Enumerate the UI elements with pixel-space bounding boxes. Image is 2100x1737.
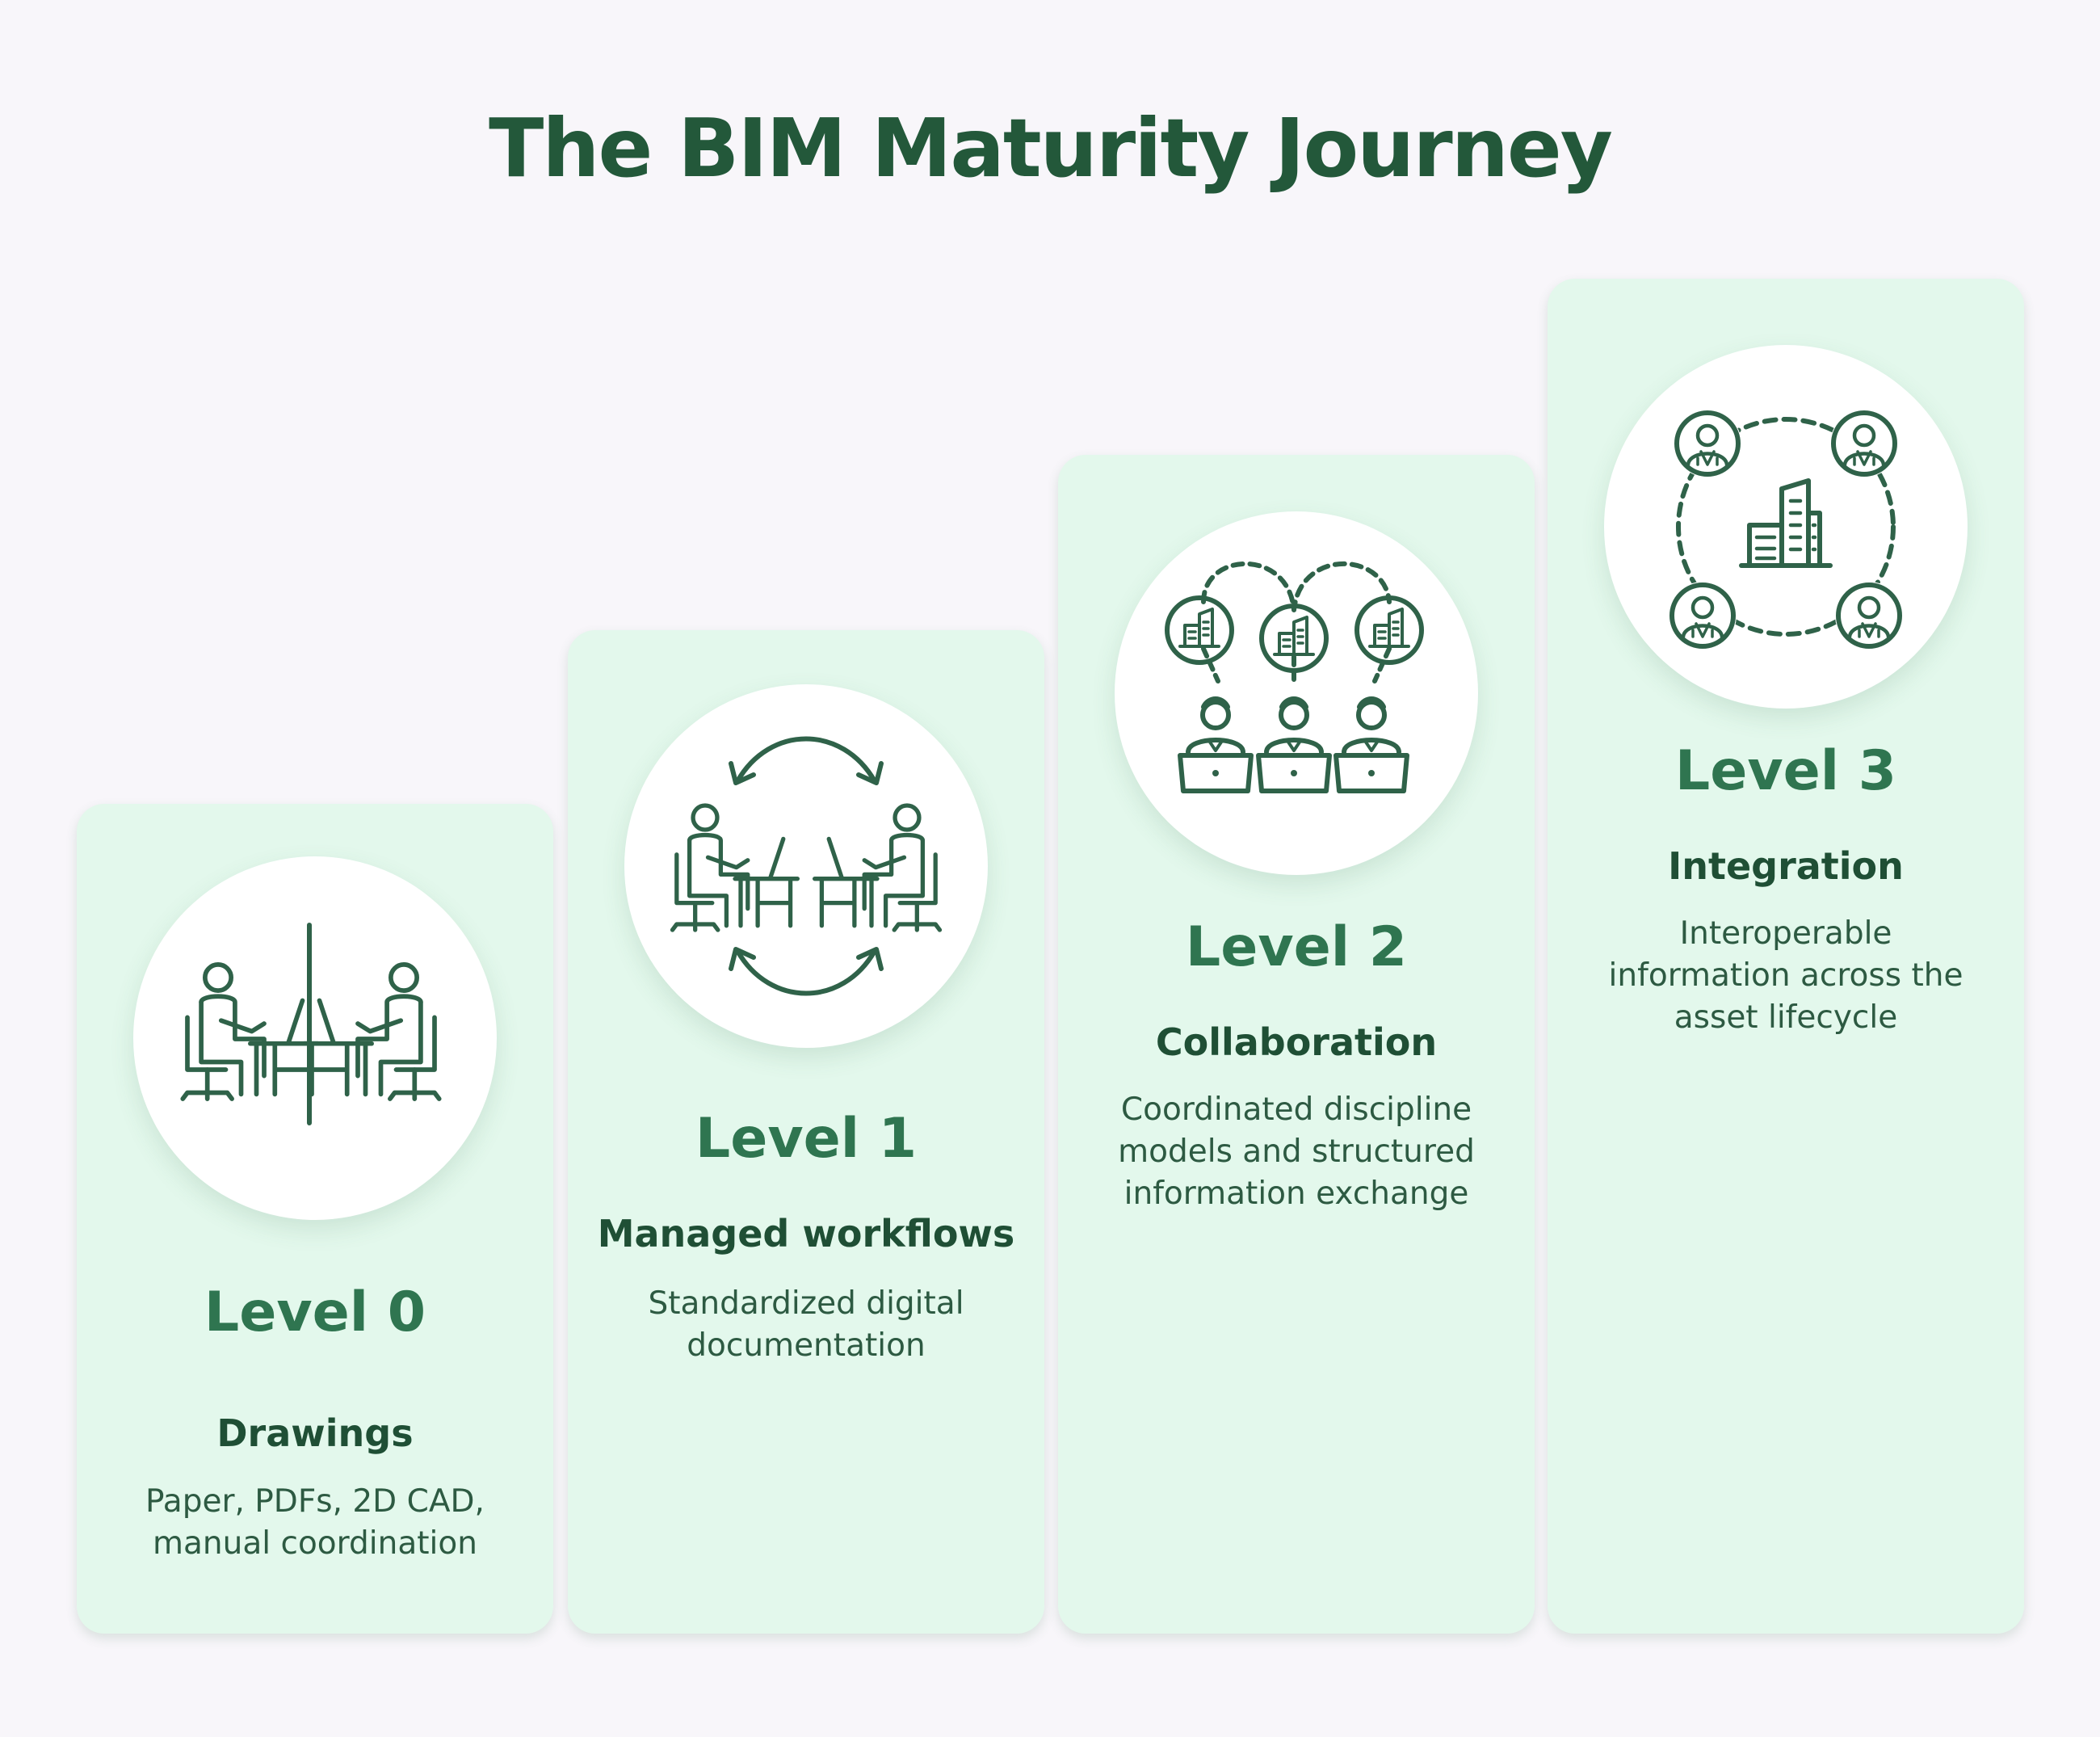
level-2-card: Level 2 Collaboration Coordinated discip… [1058,455,1535,1634]
team-model-network-icon [1165,561,1424,875]
level-3-description: Interoperable information across the ass… [1608,915,1964,1036]
desk-exchange-arrows-icon [624,736,988,996]
level-1-label: Level 1 [695,1107,918,1171]
integrated-building-network-icon [1669,410,1903,650]
level-0-name: Drawings [216,1411,414,1455]
level-3-icon-circle [1604,345,1968,709]
level-1-description: Standardized digital documentation [648,1285,964,1364]
level-3-name: Integration [1668,844,1904,888]
page-title: The BIM Maturity Journey [489,101,1613,196]
level-1-name: Managed workflows [597,1212,1015,1255]
level-1-card: Level 1 Managed workflows Standardized d… [568,630,1044,1634]
level-0-label: Level 0 [204,1281,426,1344]
level-0-icon-circle [133,856,497,1220]
level-3-card: Level 3 Integration Interoperable inform… [1548,279,2024,1634]
level-2-description: Coordinated discipline models and struct… [1118,1091,1475,1212]
level-0-description: Paper, PDFs, 2D CAD, manual coordination [145,1483,485,1562]
level-2-label: Level 2 [1185,915,1408,979]
two-desks-with-divider-icon [133,923,497,1125]
level-1-icon-circle [624,684,988,1048]
level-2-name: Collaboration [1155,1020,1438,1064]
level-2-icon-circle [1115,511,1478,875]
level-3-label: Level 3 [1674,739,1897,803]
level-0-card: Level 0 Drawings Paper, PDFs, 2D CAD, ma… [77,804,553,1634]
